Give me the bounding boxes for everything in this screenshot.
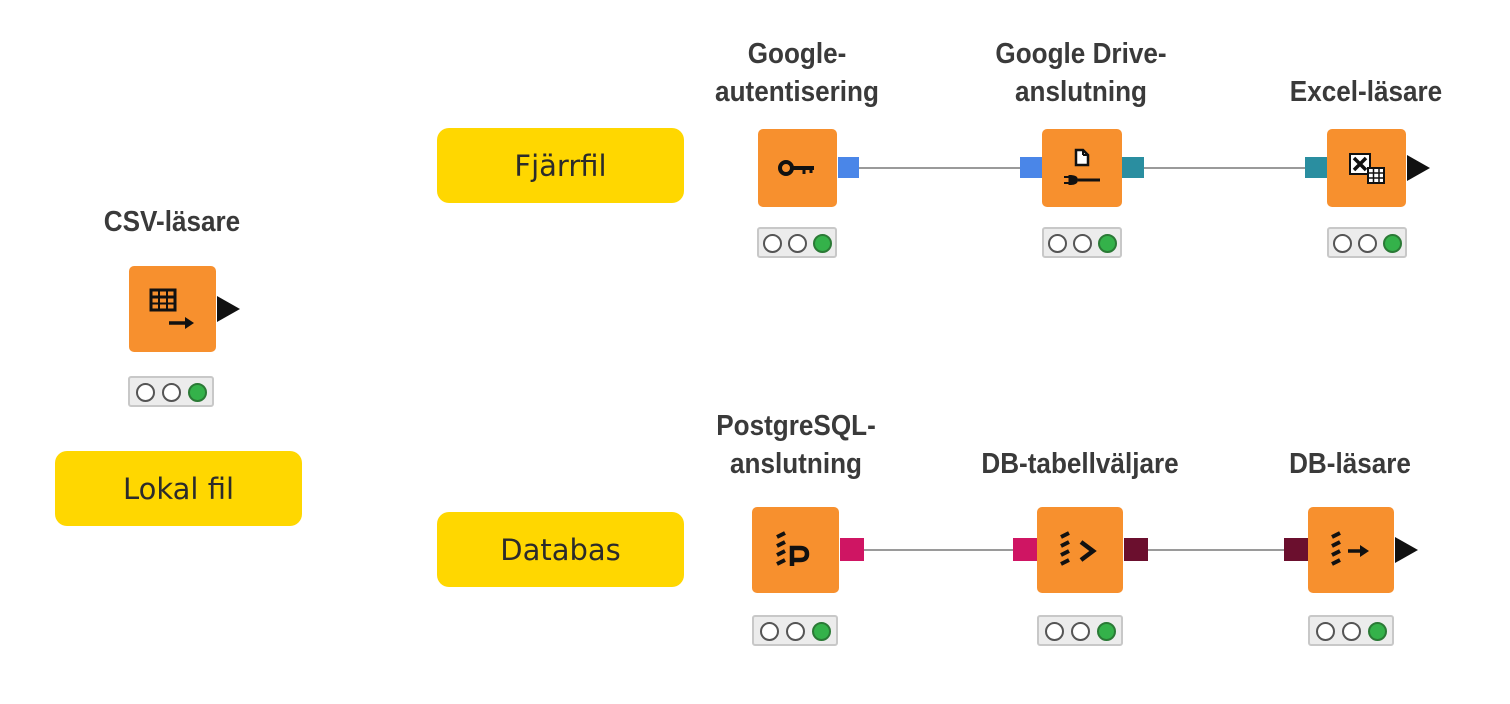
node-title-postgres: PostgreSQL- anslutning: [716, 410, 876, 480]
status-light-1: [760, 622, 779, 641]
status-traffic-light: [752, 615, 838, 646]
input-port-db-connection[interactable]: [1013, 538, 1037, 561]
output-port-google-auth[interactable]: [838, 157, 859, 178]
status-light-1: [1316, 622, 1335, 641]
status-traffic-light: [1308, 615, 1394, 646]
connection-drive-to-excel: [1144, 167, 1305, 169]
db-chevron-icon: [1060, 531, 1097, 566]
status-light-3: [1097, 622, 1116, 641]
file-plug-icon: [1064, 148, 1100, 185]
node-title-excel-reader: Excel-läsare: [1289, 76, 1443, 108]
status-light-3: [1383, 234, 1402, 253]
status-light-1: [136, 383, 155, 402]
status-light-2: [1073, 234, 1092, 253]
node-title-google-drive: Google Drive- anslutning: [995, 38, 1167, 108]
output-port-db-data[interactable]: [1124, 538, 1148, 561]
status-light-3: [813, 234, 832, 253]
node-google-drive[interactable]: [1042, 129, 1122, 207]
input-port-db-data[interactable]: [1284, 538, 1308, 561]
output-port-table[interactable]: [1395, 537, 1418, 563]
status-light-3: [1098, 234, 1117, 253]
node-title-csv-reader: CSV-läsare: [103, 206, 241, 238]
table-arrow-icon: [149, 288, 194, 329]
status-light-2: [1358, 234, 1377, 253]
connection-selector-to-reader: [1148, 549, 1284, 551]
annotation-remote-file: Fjärrfil: [437, 128, 684, 203]
node-title-google-auth: Google- autentisering: [715, 38, 879, 108]
output-port-db-connection[interactable]: [840, 538, 864, 561]
node-db-table-selector[interactable]: [1037, 507, 1123, 593]
status-light-2: [162, 383, 181, 402]
node-db-reader[interactable]: [1308, 507, 1394, 593]
output-port-table[interactable]: [1407, 155, 1430, 181]
status-light-3: [812, 622, 831, 641]
node-postgres[interactable]: [752, 507, 839, 593]
status-light-2: [1071, 622, 1090, 641]
status-traffic-light: [1327, 227, 1407, 258]
status-traffic-light: [1042, 227, 1122, 258]
node-title-db-table-selector: DB-tabellväljare: [981, 448, 1179, 480]
output-port-table[interactable]: [217, 296, 240, 322]
status-light-1: [763, 234, 782, 253]
status-light-1: [1333, 234, 1352, 253]
key-icon: [778, 160, 814, 176]
status-light-1: [1048, 234, 1067, 253]
excel-table-icon: [1349, 153, 1385, 184]
status-traffic-light: [757, 227, 837, 258]
status-light-2: [786, 622, 805, 641]
status-traffic-light: [128, 376, 214, 407]
input-port-google-drive[interactable]: [1020, 157, 1042, 178]
status-light-1: [1045, 622, 1064, 641]
db-arrow-icon: [1331, 531, 1369, 566]
output-port-google-drive[interactable]: [1122, 157, 1144, 178]
status-light-2: [788, 234, 807, 253]
node-excel-reader[interactable]: [1327, 129, 1406, 207]
annotation-local-file: Lokal fil: [55, 451, 302, 526]
status-light-2: [1342, 622, 1361, 641]
status-traffic-light: [1037, 615, 1123, 646]
status-light-3: [1368, 622, 1387, 641]
db-p-icon: [776, 531, 810, 566]
node-google-auth[interactable]: [758, 129, 837, 207]
input-port-excel-reader[interactable]: [1305, 157, 1327, 178]
node-title-db-reader: DB-läsare: [1289, 448, 1411, 480]
status-light-3: [188, 383, 207, 402]
node-csv-reader[interactable]: [129, 266, 216, 352]
connection-postgres-to-selector: [864, 549, 1013, 551]
annotation-database: Databas: [437, 512, 684, 587]
connection-auth-to-drive: [859, 167, 1020, 169]
